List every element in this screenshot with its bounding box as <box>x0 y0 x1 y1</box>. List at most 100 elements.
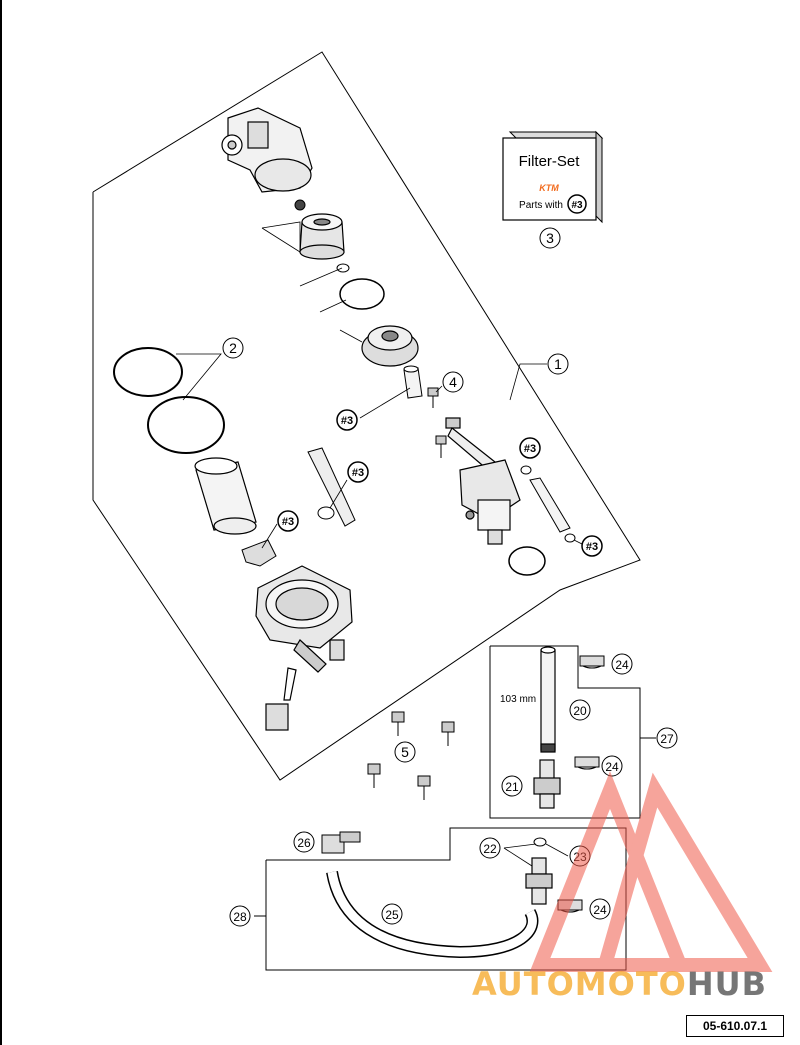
svg-text:22: 22 <box>483 842 497 856</box>
leader-23 <box>545 843 569 857</box>
callout-24c: 24 <box>589 898 611 920</box>
leader-22b <box>503 843 537 849</box>
callout-2: 2 <box>222 337 244 359</box>
leader-oring-2 <box>319 299 347 313</box>
svg-text:3: 3 <box>546 230 554 246</box>
leader-4 <box>435 385 443 393</box>
washer-top <box>520 465 532 475</box>
pump-flange-assembly <box>255 565 353 731</box>
fuel-hose-25 <box>327 871 537 957</box>
svg-text:1: 1 <box>554 356 562 372</box>
washer-bottom <box>564 533 576 543</box>
svg-text:#3: #3 <box>586 541 598 553</box>
oring-bottom <box>508 546 546 576</box>
screw-small-left <box>435 435 447 458</box>
ref-tag: #3 <box>519 437 541 459</box>
callout-22: 22 <box>479 837 501 859</box>
leader-rings <box>176 353 222 401</box>
svg-text:#3: #3 <box>571 200 583 211</box>
svg-text:27: 27 <box>660 732 674 746</box>
svg-text:21: 21 <box>505 780 519 794</box>
callout-3: 3 <box>539 227 561 249</box>
ref-tag: #3 <box>581 535 603 557</box>
callout-27: 27 <box>656 727 678 749</box>
filter-set-box <box>502 130 604 224</box>
svg-text:#3: #3 <box>341 415 353 427</box>
svg-text:4: 4 <box>449 374 457 390</box>
seal-ring-large-2 <box>147 396 225 454</box>
svg-text:#3: #3 <box>524 443 536 455</box>
fuel-filter <box>299 213 345 260</box>
callout-28: 28 <box>229 905 251 927</box>
watermark-part1: AUTOMOTO <box>472 965 687 1003</box>
ref-tag: #3 <box>336 409 358 431</box>
callout-1: 1 <box>547 353 569 375</box>
oring-medium <box>339 278 385 310</box>
leader-oring <box>299 267 343 287</box>
callout-4: 4 <box>442 371 464 393</box>
leader-22 <box>503 847 533 867</box>
assembly-outline-27 <box>489 645 641 819</box>
hose-length-label: 103 mm <box>500 694 536 705</box>
callout-24b: 24 <box>601 755 623 777</box>
ref-tag: #3 <box>277 510 299 532</box>
fuel-level-sender <box>445 417 521 545</box>
svg-text:#3: #3 <box>282 516 294 528</box>
watermark-logo-icon <box>529 771 773 972</box>
ref-tag: #3 <box>347 461 369 483</box>
clip-ring <box>317 506 335 520</box>
pump-head-top <box>221 107 313 193</box>
pressure-regulator <box>361 325 419 367</box>
watermark-text: AUTOMOTOHUB <box>472 965 767 1003</box>
spacer-top <box>403 365 419 373</box>
quick-connector-21 <box>533 759 561 809</box>
filter-set-parts-label: Parts with <box>519 200 563 211</box>
leader-tag-3b <box>329 479 348 509</box>
callout-21: 21 <box>501 775 523 797</box>
callout-20: 20 <box>569 699 591 721</box>
hose-20 <box>540 646 556 753</box>
svg-text:28: 28 <box>233 910 247 924</box>
leader-tag-3a <box>359 387 411 419</box>
small-seal-ring <box>294 199 306 211</box>
connector-22 <box>525 857 553 905</box>
screw-4 <box>427 387 439 408</box>
filter-set-ref-tag: #3 <box>567 194 587 214</box>
svg-text:24: 24 <box>593 903 607 917</box>
filter-group-line <box>261 221 301 253</box>
svg-text:2: 2 <box>229 340 237 356</box>
bracket-plate <box>307 447 356 527</box>
filter-set-title: Filter-Set <box>519 153 581 170</box>
drawing-number: 05-610.07.1 <box>686 1015 784 1037</box>
connector-tube <box>529 477 571 533</box>
fuel-hose-25-outline <box>326 870 539 959</box>
svg-text:5: 5 <box>401 744 409 760</box>
hose-clamp-24b <box>574 756 600 770</box>
hose-clamp-26 <box>321 831 361 854</box>
leader-1 <box>509 363 547 401</box>
svg-text:25: 25 <box>385 908 399 922</box>
svg-text:20: 20 <box>573 704 587 718</box>
callout-5: 5 <box>394 741 416 763</box>
svg-text:24: 24 <box>605 760 619 774</box>
hose-clamp-24a <box>579 655 605 669</box>
callout-25: 25 <box>381 903 403 925</box>
spacer-sleeve <box>403 367 423 399</box>
brand-logo: KTM <box>539 183 559 193</box>
retaining-clip <box>241 539 277 567</box>
seal-ring-large-1 <box>113 347 183 397</box>
watermark-part2: HUB <box>686 965 768 1003</box>
callout-26: 26 <box>293 831 315 853</box>
oring-small <box>336 263 350 273</box>
assembly-outline-1 <box>92 51 641 781</box>
callout-24a: 24 <box>611 653 633 675</box>
oring-23 <box>533 837 547 847</box>
leader-regulator <box>339 329 363 343</box>
leader-tag-3c <box>261 523 278 549</box>
svg-text:#3: #3 <box>352 467 364 479</box>
bolt-set-5 <box>367 711 455 800</box>
svg-text:24: 24 <box>615 658 629 672</box>
filter-cylinder <box>194 457 257 535</box>
svg-text:26: 26 <box>297 836 311 850</box>
